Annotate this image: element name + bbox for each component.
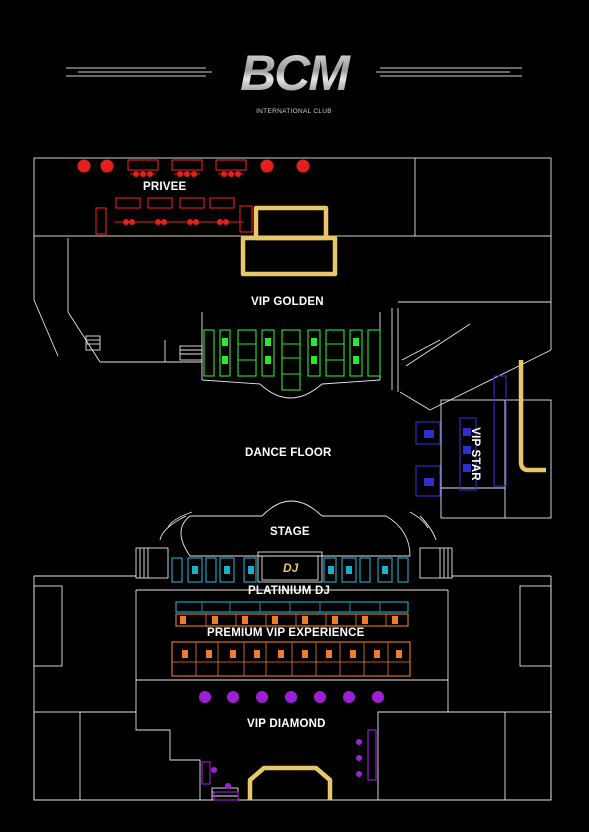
privee-round-table[interactable]	[100, 159, 114, 173]
zone-label-platinium-dj: PLATINIUM DJ	[248, 585, 331, 597]
vip-golden-seating[interactable]	[203, 329, 381, 391]
platinium-seating[interactable]	[171, 557, 409, 613]
zone-label-vip-diamond: VIP DIAMOND	[247, 718, 326, 730]
zone-label-dj: DJ	[283, 561, 299, 575]
privee-seating[interactable]	[77, 159, 310, 235]
vip-star-seating[interactable]	[415, 375, 507, 497]
dj-booth	[261, 555, 319, 581]
privee-booth[interactable]	[127, 159, 159, 171]
zone-label-vip-golden: VIP GOLDEN	[251, 296, 324, 308]
privee-booth[interactable]	[115, 197, 141, 209]
header-lines-right	[376, 67, 522, 77]
gold-bars	[240, 205, 546, 800]
header-lines-left	[66, 67, 212, 77]
zone-label-privee: PRIVEE	[143, 181, 187, 193]
privee-booth[interactable]	[95, 207, 107, 235]
zone-label-stage: STAGE	[270, 526, 310, 538]
brand-subtitle: INTERNATIONAL CLUB	[256, 108, 332, 115]
building-outline	[33, 157, 552, 801]
privee-booth[interactable]	[239, 205, 253, 233]
zone-label-premium-vip: PREMIUM VIP EXPERIENCE	[207, 627, 365, 639]
zone-label-dance-floor: DANCE FLOOR	[245, 447, 332, 459]
privee-round-table[interactable]	[77, 159, 91, 173]
privee-round-table[interactable]	[260, 159, 274, 173]
privee-booth[interactable]	[209, 197, 235, 209]
zone-label-vip-star: VIP STAR	[468, 427, 481, 481]
privee-booth[interactable]	[171, 159, 203, 171]
privee-round-table[interactable]	[296, 159, 310, 173]
privee-booth[interactable]	[215, 159, 247, 171]
premium-vip-seating[interactable]	[171, 613, 411, 677]
brand-logo: BCM	[224, 44, 364, 102]
vip-diamond-seating[interactable]	[198, 690, 385, 801]
privee-booth[interactable]	[147, 197, 173, 209]
privee-booth[interactable]	[179, 197, 205, 209]
